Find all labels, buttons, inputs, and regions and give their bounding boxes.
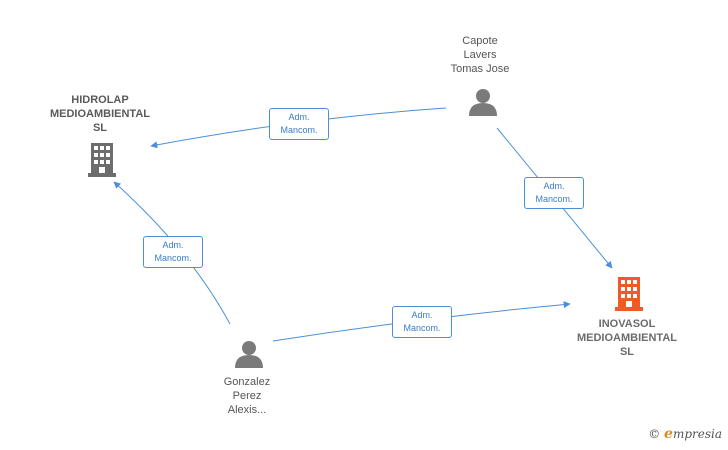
brand-name: mpresia [672, 427, 722, 441]
person-icon[interactable] [235, 341, 263, 368]
person-name-gonzalez[interactable]: Gonzalez Perez Alexis... [197, 375, 297, 417]
brand-initial: e [664, 426, 673, 442]
copyright-symbol: © [648, 427, 661, 441]
name-line: INOVASOL [598, 318, 656, 330]
empresia-watermark: © empresia [648, 426, 722, 442]
name-line: SL [619, 346, 635, 358]
edge-label-capote-inovasol[interactable]: Adm. Mancom. [524, 177, 584, 209]
name-line: HIDROLAP [71, 94, 129, 106]
building-icon[interactable] [87, 143, 117, 177]
role-line: Adm. [411, 310, 433, 320]
role-line: Mancom. [403, 323, 441, 333]
company-name-hidrolap[interactable]: HIDROLAP MEDIOAMBIENTAL SL [40, 93, 160, 135]
edge-label-gonzalez-inovasol[interactable]: Adm. Mancom. [392, 306, 452, 338]
role-line: Mancom. [280, 125, 318, 135]
edge-label-gonzalez-hidrolap[interactable]: Adm. Mancom. [143, 236, 203, 268]
role-line: Mancom. [154, 253, 192, 263]
role-line: Mancom. [535, 194, 573, 204]
name-line: Capote [462, 35, 498, 47]
name-line: MEDIOAMBIENTAL [49, 108, 150, 120]
company-name-inovasol[interactable]: INOVASOL MEDIOAMBIENTAL SL [567, 317, 687, 359]
building-icon[interactable] [615, 277, 643, 311]
role-line: Adm. [162, 240, 184, 250]
name-line: MEDIOAMBIENTAL [576, 332, 677, 344]
person-icon[interactable] [469, 89, 497, 116]
name-line: Gonzalez [223, 376, 271, 388]
name-line: Lavers [463, 49, 497, 61]
name-line: Alexis... [227, 404, 267, 416]
name-line: SL [92, 122, 108, 134]
edge-label-capote-hidrolap[interactable]: Adm. Mancom. [269, 108, 329, 140]
person-name-capote[interactable]: Capote Lavers Tomas Jose [430, 34, 530, 76]
role-line: Adm. [288, 112, 310, 122]
role-line: Adm. [543, 181, 565, 191]
name-line: Perez [232, 390, 262, 402]
name-line: Tomas Jose [450, 63, 510, 75]
